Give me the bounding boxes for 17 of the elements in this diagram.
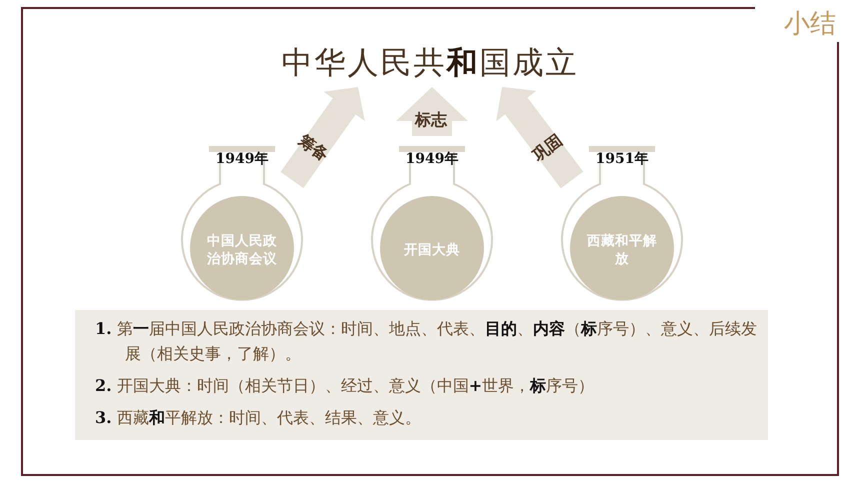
summary-line: 2. 开国大典：时间（相关节日）、经过、意义（中国+世界，标序号）: [94, 375, 596, 397]
block-arrow: [496, 87, 584, 188]
summary-line: 3. 西藏和平解放：时间、代表、结果、意义。: [94, 407, 422, 429]
event-label: 西藏和平解放: [586, 232, 658, 269]
edge-label: 巩固: [528, 130, 567, 167]
summary-line: 1. 第一届中国人民政治协商会议：时间、地点、代表、目的、内容（标序号）、意义、后续发展（相关史事，了解）。: [94, 318, 758, 365]
year-label: 1951年: [594, 150, 650, 168]
year-label: 1949年: [404, 150, 460, 168]
section-heading: 小结: [784, 8, 836, 41]
event-label: 中国人民政治协商会议: [206, 232, 278, 269]
block-arrow: [396, 87, 468, 136]
event-label: 开国大典: [403, 240, 461, 260]
year-label: 1949年: [214, 150, 270, 168]
block-arrow: [280, 87, 365, 188]
edge-label: 标志: [415, 110, 447, 132]
title: 中华人民共和国成立: [240, 42, 620, 84]
edge-label: 筹备: [294, 130, 332, 167]
